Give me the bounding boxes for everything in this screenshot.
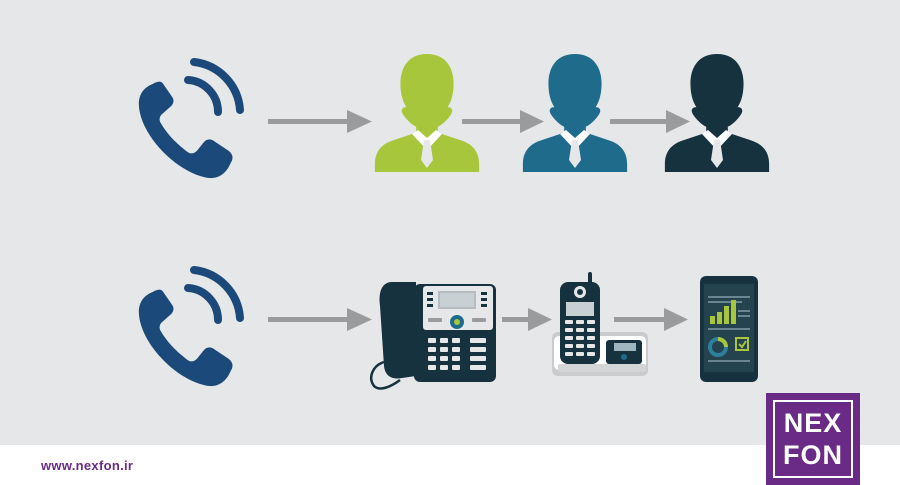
arrow-icon — [268, 110, 372, 133]
incoming-call-icon-bottom — [138, 266, 244, 387]
incoming-call-icon-top — [138, 58, 244, 179]
arrow-icon — [610, 110, 690, 133]
smartphone-icon — [700, 276, 758, 382]
agent-person-icon-blue — [522, 54, 628, 172]
cordless-phone-icon — [552, 272, 648, 376]
nexfon-logo: NEX FON — [766, 393, 860, 485]
website-url[interactable]: www.nexfon.ir — [41, 458, 134, 473]
arrow-icon — [502, 308, 552, 331]
agent-person-icon-dark — [664, 54, 770, 172]
footer-bar — [0, 445, 900, 485]
agent-person-icon-green — [374, 54, 480, 172]
call-routing-diagram — [138, 54, 770, 390]
desk-ip-phone-icon — [370, 282, 496, 390]
logo-text-line2: FON — [783, 440, 843, 470]
arrow-icon — [268, 308, 372, 331]
logo-text-line1: NEX — [783, 408, 843, 438]
arrow-icon — [614, 308, 688, 331]
logo-frame: NEX FON — [773, 400, 853, 478]
arrow-icon — [462, 110, 544, 133]
